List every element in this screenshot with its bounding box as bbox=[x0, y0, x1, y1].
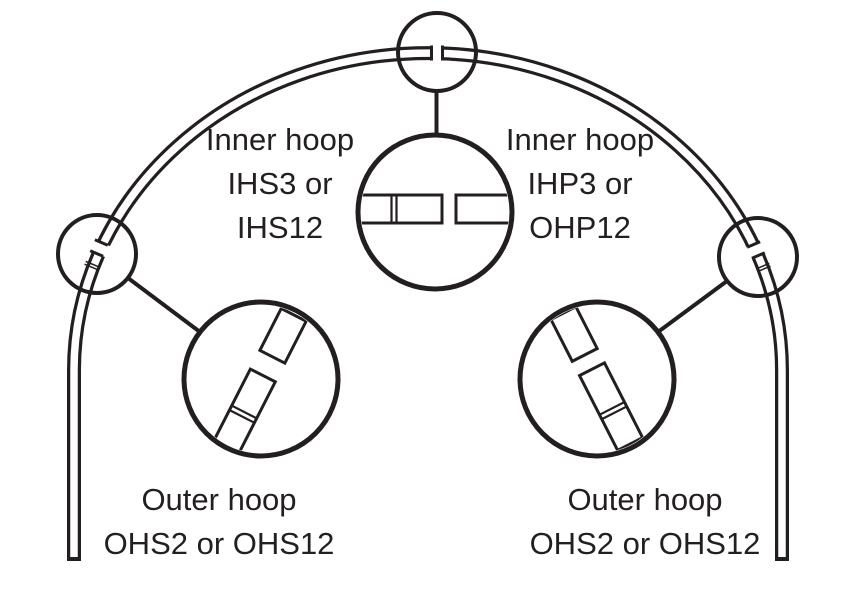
inner-joint-right-tube bbox=[454, 193, 509, 225]
left-callout-circle bbox=[56, 213, 138, 295]
inner-joint-left-tube bbox=[361, 193, 444, 225]
label-line: Outer hoop bbox=[567, 482, 723, 517]
hoop-arch-core bbox=[70, 49, 786, 557]
label-line: Inner hoop bbox=[205, 122, 355, 157]
callout-line-left bbox=[126, 276, 202, 334]
label-outer-hoop-left: Outer hoop OHS2 or OHS12 bbox=[89, 478, 349, 566]
label-line: OHS2 or OHS12 bbox=[529, 526, 761, 561]
inner-joint-detail-circle bbox=[355, 132, 515, 292]
label-line: IHP3 or bbox=[527, 166, 633, 201]
label-line: IHS3 or bbox=[227, 166, 333, 201]
outer-right-upper-tube bbox=[548, 305, 600, 364]
right-arch-joint-break bbox=[744, 240, 771, 273]
label-outer-hoop-right: Outer hoop OHS2 or OHS12 bbox=[515, 478, 775, 566]
outer-right-detail-circle bbox=[517, 299, 677, 459]
outer-hoop-joint-detail-right bbox=[517, 299, 677, 459]
apex-callout-circle bbox=[396, 11, 478, 93]
right-callout-circle bbox=[717, 216, 799, 298]
outer-hoop-joint-detail-left bbox=[181, 299, 341, 459]
label-line: Inner hoop bbox=[505, 122, 655, 157]
label-inner-hoop-right: Inner hoop IHP3 or OHP12 bbox=[460, 118, 700, 250]
left-arch-joint-break bbox=[84, 238, 111, 271]
label-inner-hoop-left: Inner hoop IHS3 or IHS12 bbox=[160, 118, 400, 250]
label-line: Outer hoop bbox=[141, 482, 297, 517]
outer-left-detail-circle bbox=[181, 299, 341, 459]
outer-right-lower-tube bbox=[577, 360, 645, 453]
inner-hoop-joint-detail bbox=[355, 132, 515, 292]
label-line: OHS2 or OHS12 bbox=[103, 526, 335, 561]
hoop-arch bbox=[67, 46, 789, 561]
callout-line-right bbox=[656, 279, 729, 334]
outer-left-upper-tube bbox=[257, 306, 309, 366]
apex-joint-break bbox=[430, 43, 444, 63]
label-line: IHS12 bbox=[236, 210, 324, 245]
label-line: OHP12 bbox=[529, 210, 631, 245]
